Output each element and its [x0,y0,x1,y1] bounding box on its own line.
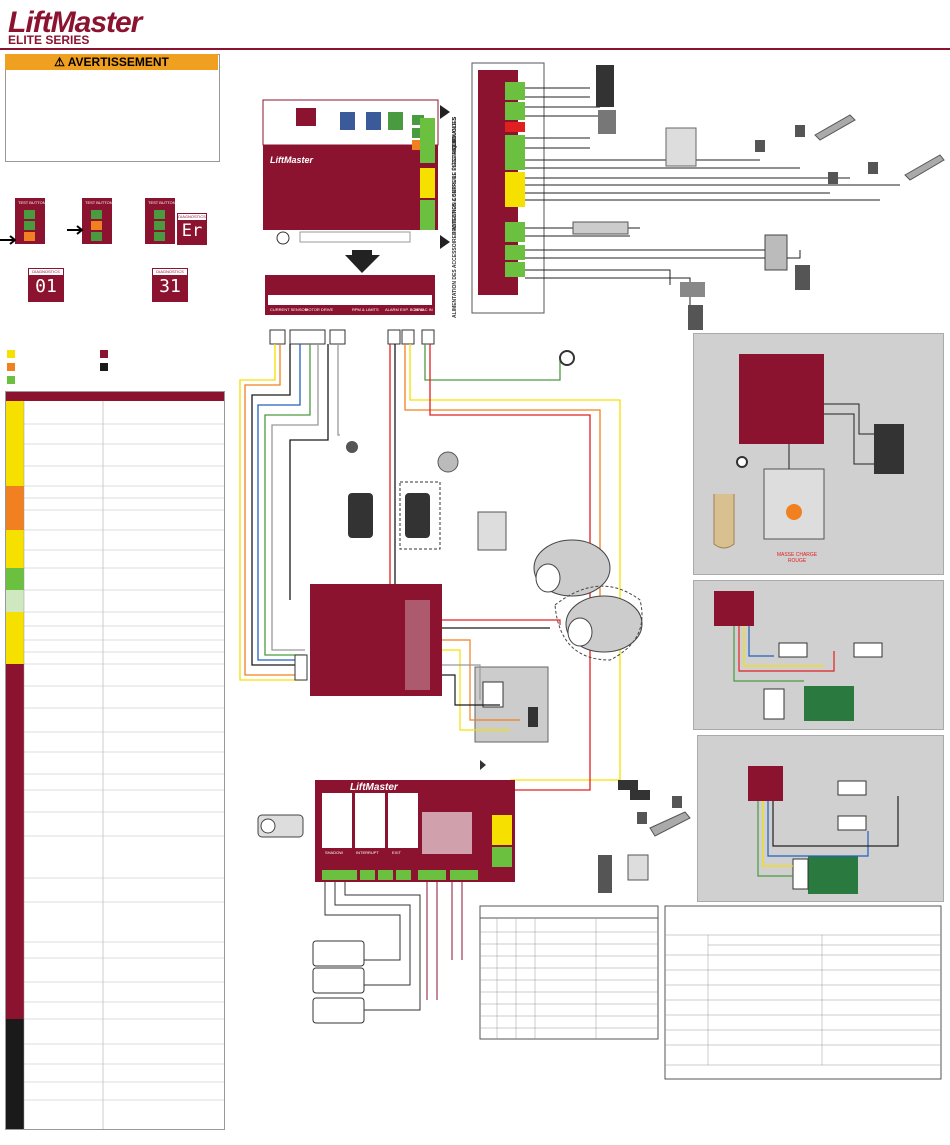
diagnostic-display-left: DIAGNOSTICS 01 [28,268,64,302]
diagnostic-code-left: 01 [35,276,57,297]
arrow-icon [67,222,87,240]
exp-label-shadow: SHADOW [325,850,343,855]
terminal-label-motor-drive: MOTOR DRIVE [305,307,334,312]
diagnostic-table [5,391,225,1130]
terminal-label-current-sensor: CURRENT SENSOR [270,307,308,312]
test-button-label-1: TEST BUTTONS [18,200,49,205]
test-button-diagram-1 [15,198,45,249]
gray-panel-battery: MASSE CHARGE ROUGE [693,333,944,575]
gray-panel-limit-switch-2 [697,735,944,902]
legend-swatch-yellow [7,350,15,358]
label-alimentation: ALIMENTATION DES ACCESSOIRES ANTENNES & … [452,138,458,318]
gray-panel-limit-switch-1 [693,580,944,730]
motor-1 [533,539,611,597]
test-button-label-2: TEST BUTTONS [85,200,116,205]
warning-title-text: AVERTISSEMENT [67,55,169,69]
legend-swatch-black [100,363,108,371]
battery-wiring-diagram [713,354,904,549]
terminal-label-rpm-limits: RPM & LIMITS [352,307,379,312]
brand-logo: LiftMaster [8,6,142,39]
terminal-label-24vac: 24 VAC IN [414,307,433,312]
test-button-diagram-3 [145,198,175,249]
test-button-diagram-2 [82,198,112,249]
warning-icon: ⚠ [54,55,68,69]
legend-swatch-red [100,350,108,358]
diagnostic-table-grid [6,392,224,1129]
diagnostics-label: DIAGNOSTICS [153,269,187,275]
header-rule [0,48,950,50]
arrow-icon [0,232,20,250]
expansion-board-brand: LiftMaster [350,782,398,793]
brand-series: ELITE SERIES [8,33,90,47]
control-board-brand: LiftMaster [270,155,314,165]
legend-swatch-green [7,376,15,384]
warning-title: ⚠ AVERTISSEMENT [5,54,218,70]
error-display: DIAGNOSTICS Er [177,213,207,245]
exp-label-interrupt: INTERRUPT [356,850,379,855]
terminal-label-alarm: ALARM [385,307,399,312]
test-button-label-3: TEST BUTTONS [148,200,179,205]
diagnostic-display-right: DIAGNOSTICS 31 [152,268,188,302]
diagnostics-label: DIAGNOSTICS [178,214,206,220]
warning-box [5,54,220,162]
diagnostics-label: DIAGNOSTICS [29,269,63,275]
battery-label: MASSE CHARGE ROUGE [776,552,818,564]
diagnostic-code-right: 31 [159,276,181,297]
terminal-label-exp-board: EXP. BOARD [400,307,424,312]
limit-switch-diagram-1 [714,591,883,721]
limit-switch-diagram-2 [748,766,899,894]
wiring-diagram [239,62,945,1080]
legend-swatch-orange [7,363,15,371]
motor-control-board [310,584,442,696]
exp-label-exit: EXIT [392,850,401,855]
error-code: Er [181,221,203,241]
